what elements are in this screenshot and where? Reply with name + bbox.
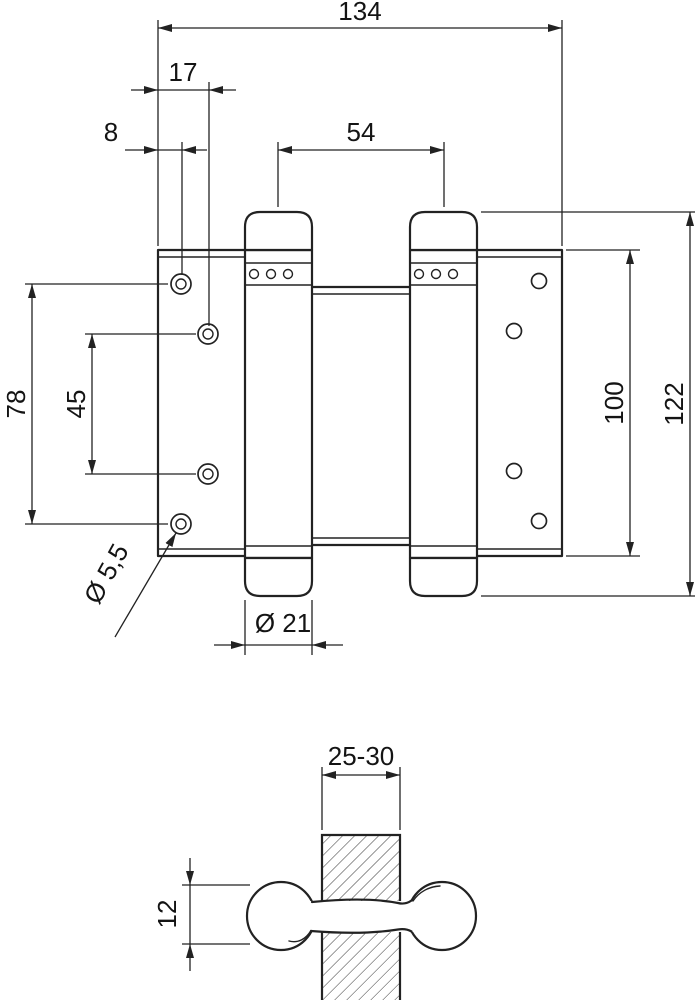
- leaf-strap-clearance: [296, 901, 428, 932]
- dim-leaf-stack-offset: 12: [152, 858, 250, 971]
- dim-label-overall-height: 122: [659, 382, 689, 425]
- leaf-strap-bottom-edge: [309, 928, 413, 934]
- dim-label-door-thickness: 25-30: [328, 741, 395, 771]
- center-leaf: [310, 285, 412, 547]
- dim-hole-row-span: 78: [1, 283, 168, 525]
- dim-leaf-height: 100: [566, 249, 640, 557]
- left-leaf-hook: [288, 929, 312, 943]
- dim-hole-row-inner-span: 45: [61, 333, 196, 475]
- dim-label-hole-column-offset: 17: [169, 57, 198, 87]
- right-leaf-hook: [412, 885, 441, 902]
- dim-barrel-center-distance: 54: [277, 117, 445, 207]
- dim-hole-edge-offset: 8: [104, 117, 207, 275]
- dim-label-leaf-height: 100: [599, 381, 629, 424]
- right-leaf: [474, 248, 564, 558]
- left-barrel-bottom-cap: [243, 556, 314, 598]
- left-leaf: [156, 248, 248, 558]
- dimensions: 134 17 8 54 78: [1, 0, 695, 971]
- dim-label-hole-row-span: 78: [1, 390, 31, 419]
- left-barrel-top-cap: [243, 210, 314, 252]
- dim-barrel-diameter: Ø 21: [214, 600, 343, 655]
- right-barrel-top-cap: [408, 210, 479, 252]
- dim-overall-height: 122: [481, 211, 695, 597]
- right-leaf-screw-holes: [505, 272, 548, 530]
- dim-overall-width: 134: [157, 0, 563, 246]
- dim-door-thickness: 25-30: [321, 741, 401, 830]
- dim-label-barrel-diameter: Ø 21: [255, 608, 311, 638]
- front-view: [156, 210, 564, 598]
- section-view: [245, 833, 478, 1000]
- left-leaf-screw-holes: [170, 273, 219, 535]
- dim-label-hole-edge-offset: 8: [104, 117, 118, 147]
- dim-hole-column-offset: 17: [131, 57, 236, 326]
- left-spring-barrel: [243, 210, 314, 598]
- dim-label-overall-width: 134: [338, 0, 381, 26]
- right-spring-barrel: [408, 210, 479, 598]
- right-leaf-plate: [474, 248, 564, 558]
- dim-label-barrel-center-distance: 54: [347, 117, 376, 147]
- right-barrel-bottom-cap: [408, 556, 479, 598]
- leaf-strap-top-edge: [310, 898, 413, 905]
- dim-label-screw-hole-diameter: Ø 5,5: [78, 539, 135, 609]
- dim-label-hole-row-inner-span: 45: [61, 390, 91, 419]
- left-leaf-plate: [156, 248, 248, 558]
- dim-label-leaf-stack-offset: 12: [152, 900, 182, 929]
